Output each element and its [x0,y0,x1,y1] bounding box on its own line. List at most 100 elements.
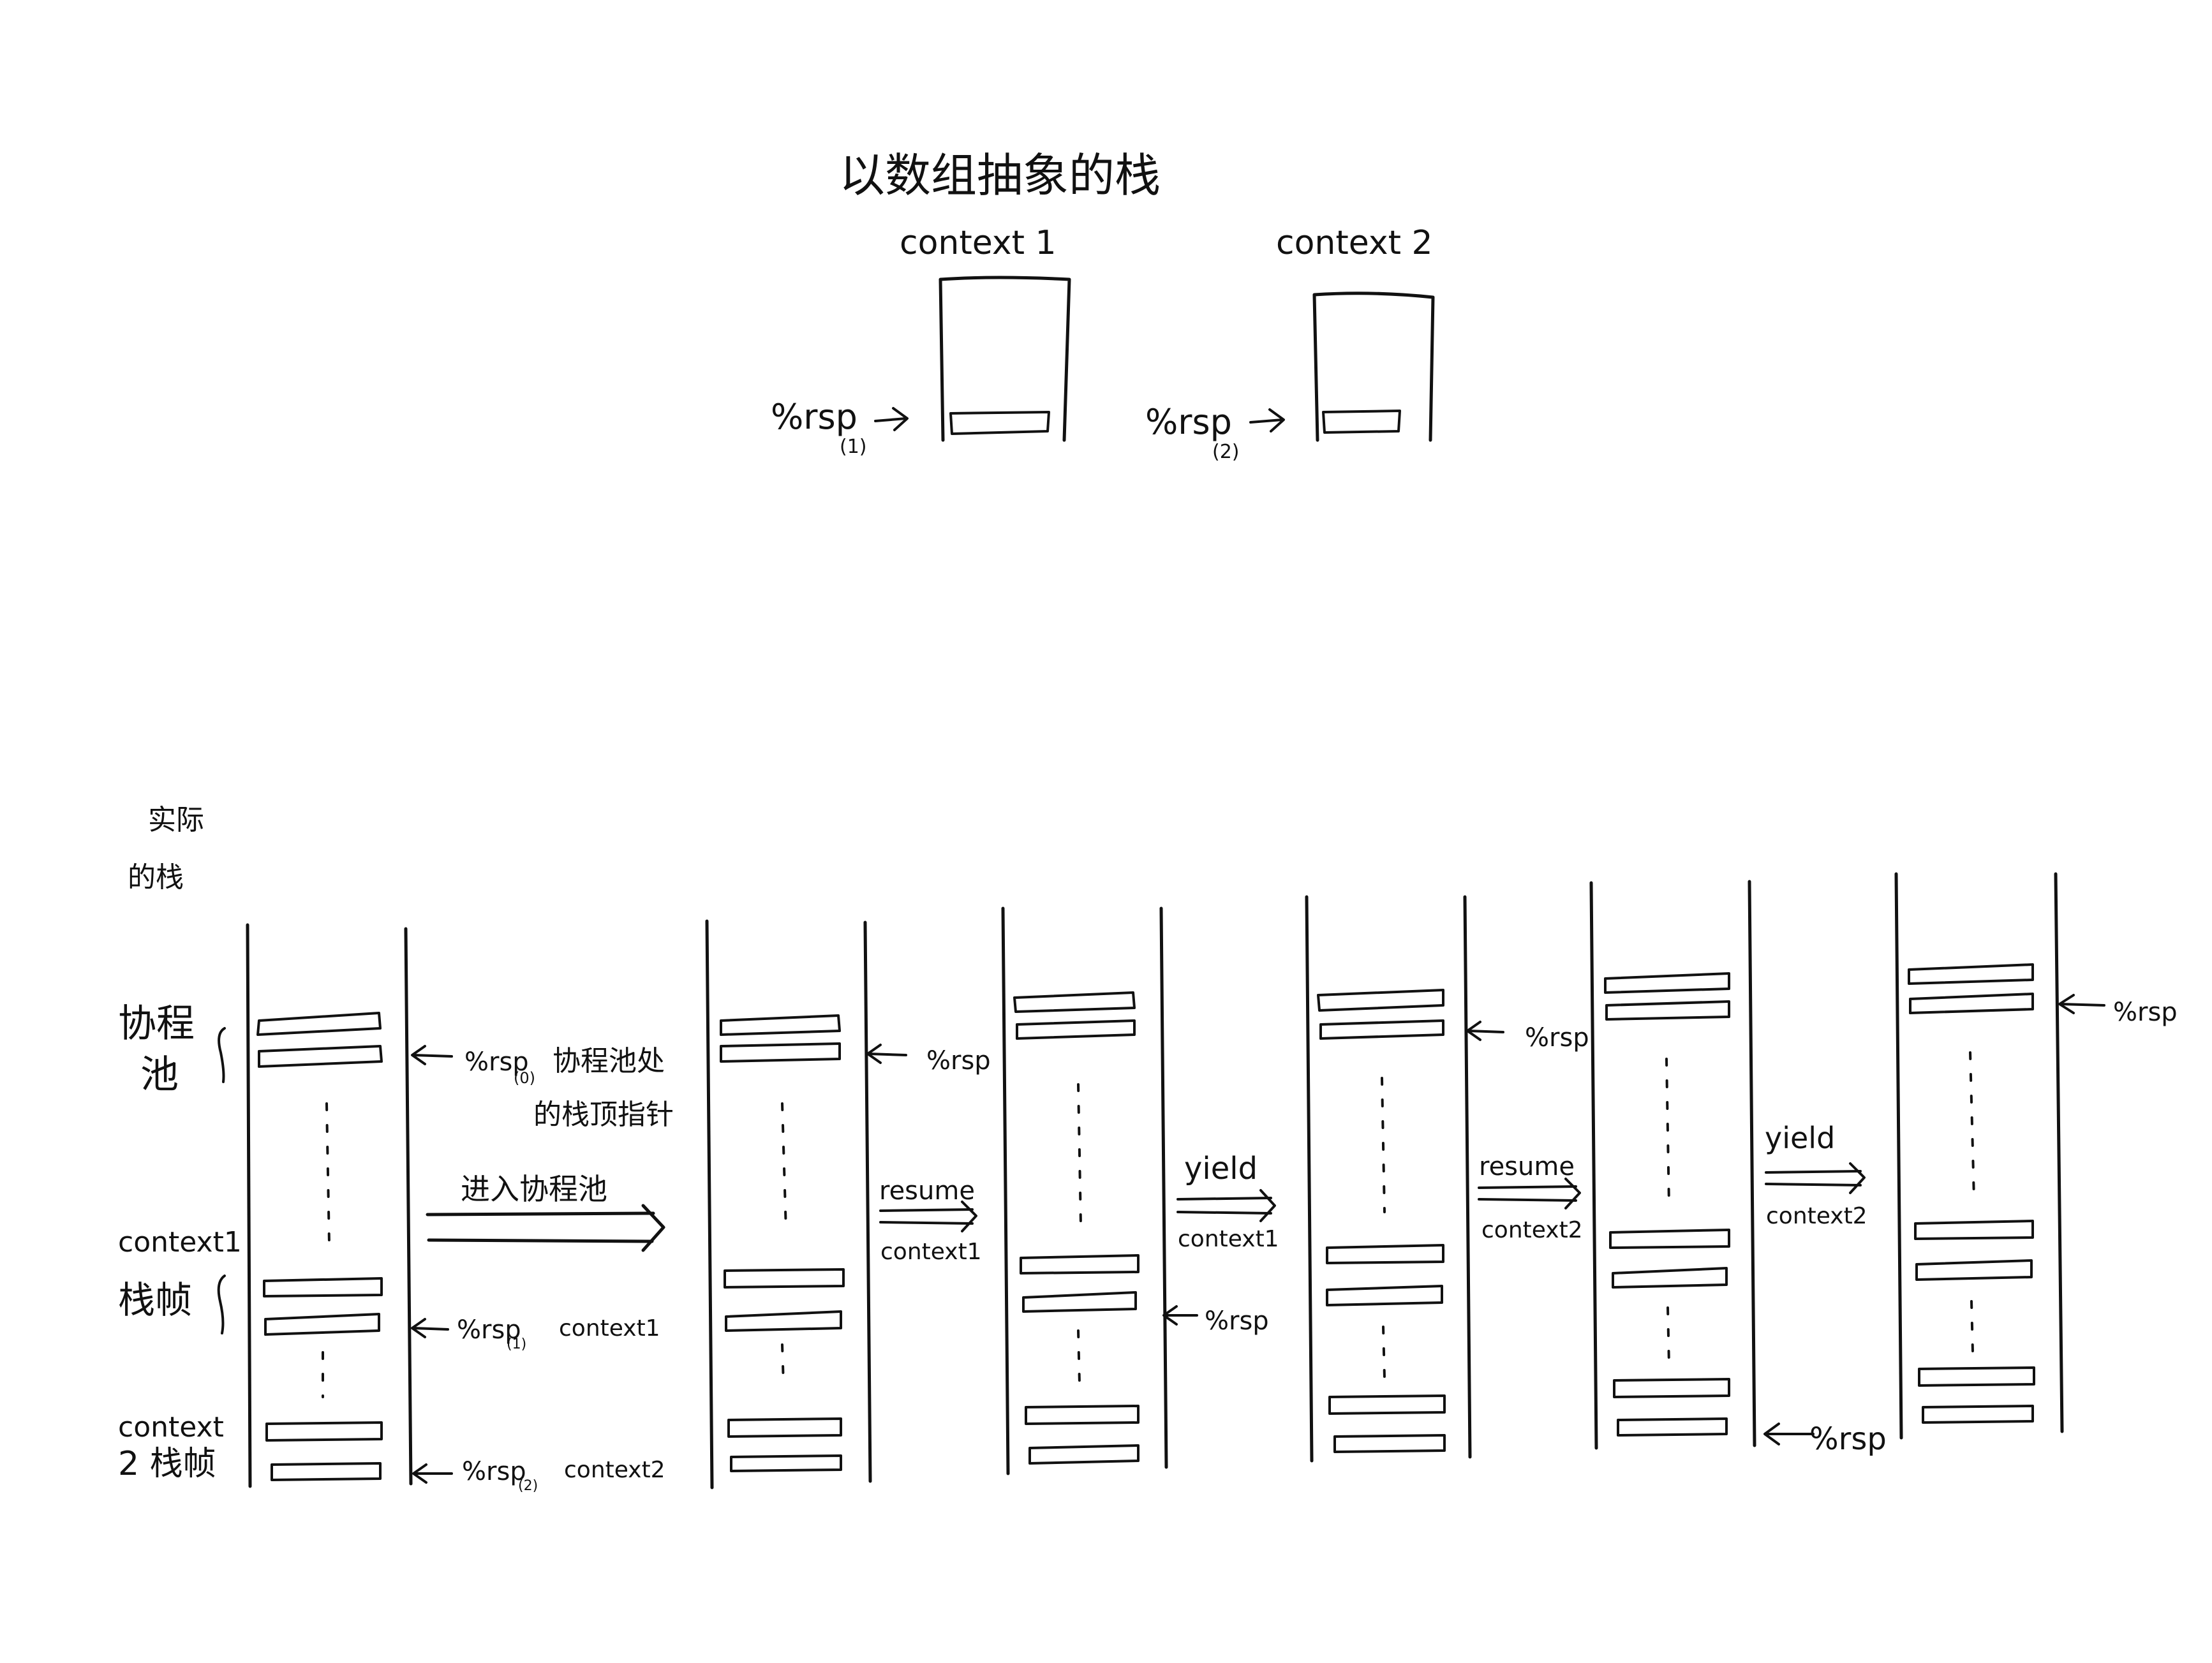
stack-frame [264,1313,380,1336]
stack-frame [256,1012,382,1036]
stack-frame [1333,1434,1446,1453]
stack-frame [263,1277,383,1297]
stack-frame [1915,1259,2033,1281]
stack-frame [1013,991,1136,1013]
transition-resume-context2: resume context2 [1478,1152,1583,1243]
rsp0-description-line2: 的栈顶指针 [533,1098,674,1131]
abstract-rsp2-arrow [1249,408,1285,432]
stack-frame [725,1310,842,1332]
stack5-rsp-arrow [1763,1423,1815,1445]
stack4-rsp-arrow [1466,1021,1504,1041]
stack-frame [720,1042,841,1063]
stack-frame [1609,1229,1730,1249]
transition-resume-context1-top: resume [879,1176,975,1206]
stack-frame [1328,1394,1446,1415]
transition-yield-context1-top: yield [1184,1151,1258,1186]
abstract-rsp2-subscript: (2) [1212,441,1240,463]
context2-stack-frame [1322,410,1401,434]
context1-stack-outline [939,276,1071,442]
actual-stack-context1-running [1001,906,1168,1475]
transition-resume-context2-bottom: context2 [1481,1217,1583,1243]
stack6-rsp-arrow [2058,994,2105,1014]
stack2-rsp-label: %rsp [926,1046,991,1075]
stack-frame [724,1268,845,1289]
coroutine-pool-label-line2: 池 [140,1053,179,1097]
rsp0-subscript: (0) [514,1069,535,1087]
transition-yield-context2: yield context2 [1765,1121,1867,1229]
transition-yield-context1-bottom: context1 [1178,1226,1279,1252]
stack-frame [271,1462,382,1481]
context1-frame-brace [217,1275,226,1334]
stack-frame [1613,1378,1730,1398]
actual-stack-heading-line2: 的栈 [128,861,184,894]
stack-frame [1319,1019,1444,1040]
transition-resume-context1-bottom: context1 [880,1239,982,1265]
actual-stack-initial [246,923,413,1488]
stack-frame [1612,1267,1728,1289]
actual-stack-heading-line1: 实际 [148,804,204,836]
stack-frame [1604,972,1730,994]
stack5-rsp-label: %rsp [1809,1421,1887,1457]
stack-frame [265,1421,383,1442]
abstract-rsp1-subscript: (1) [840,436,867,458]
context2-frame-label-line1: context [118,1411,224,1444]
transition-resume-context2-top: resume [1479,1152,1575,1181]
stack2-rsp-arrow [866,1044,907,1064]
actual-stack-after-yield1 [1305,895,1472,1463]
stack-frame [1317,989,1444,1012]
transition-yield-context2-top: yield [1765,1121,1835,1155]
stack-frame [1326,1244,1444,1264]
stack-frame [1028,1444,1139,1465]
stack-frame [1922,1405,2034,1424]
stack-frame [1025,1405,1139,1425]
rsp1-label: %rsp [457,1315,521,1345]
rsp2-context-label: context2 [564,1457,665,1483]
coroutine-pool-brace [218,1027,226,1083]
context1-stack-frame [949,411,1050,435]
rsp1-arrow [411,1318,449,1338]
transition-yield-context1: yield context1 [1177,1151,1279,1252]
context2-abstract-stack [1312,292,1435,442]
transition-enter-pool: 进入协程池 [426,1172,665,1252]
context1-abstract-stack [939,276,1071,442]
transition-enter-pool-label: 进入协程池 [461,1172,607,1206]
abstract-rsp1-arrow [874,407,909,431]
stack-frame [1909,993,2034,1014]
stack-frame [1908,963,2034,985]
stack4-rsp-label: %rsp [1525,1023,1589,1053]
stack-frame [1914,1220,2034,1240]
stack-frame [258,1045,383,1068]
rsp1-context-label: context1 [559,1315,660,1341]
transition-resume-context1: resume context1 [879,1176,982,1265]
actual-stack-after-yield2 [1894,872,2064,1440]
abstract-rsp1-label: %rsp [771,397,857,437]
context2-frame-label-line2: 2 栈帧 [118,1445,216,1483]
context1-label: context 1 [900,224,1057,262]
transition-yield-context2-bottom: context2 [1766,1203,1867,1229]
rsp2-arrow [412,1463,453,1484]
context2-stack-outline [1312,292,1435,442]
rsp0-arrow [411,1045,453,1065]
stack3-rsp-label: %rsp [1205,1306,1269,1336]
stack-frame [1326,1285,1443,1306]
rsp0-description-line1: 协程池处 [553,1045,665,1077]
stack-frame [1918,1366,2035,1387]
diagram-title: 以数组抽象的栈 [839,149,1161,202]
abstract-rsp2-label: %rsp [1145,402,1232,442]
stack-frame [1016,1019,1136,1040]
actual-stack-context2-running [1589,880,1756,1450]
rsp1-subscript: (1) [507,1336,526,1352]
stack-frame [1617,1417,1728,1437]
actual-stack-after-enter [705,919,872,1489]
stack6-rsp-label: %rsp [2113,998,2178,1027]
stack-frame [730,1454,842,1472]
stack-frame [1020,1254,1139,1275]
context1-frame-label-line2: 栈帧 [118,1278,192,1322]
rsp2-label: %rsp [462,1457,526,1486]
stack-frame [1605,1000,1730,1021]
context1-frame-label-line1: context1 [118,1226,242,1259]
rsp0-label: %rsp [464,1047,529,1077]
stack3-rsp-arrow [1162,1305,1198,1326]
stack-frame [727,1417,842,1438]
